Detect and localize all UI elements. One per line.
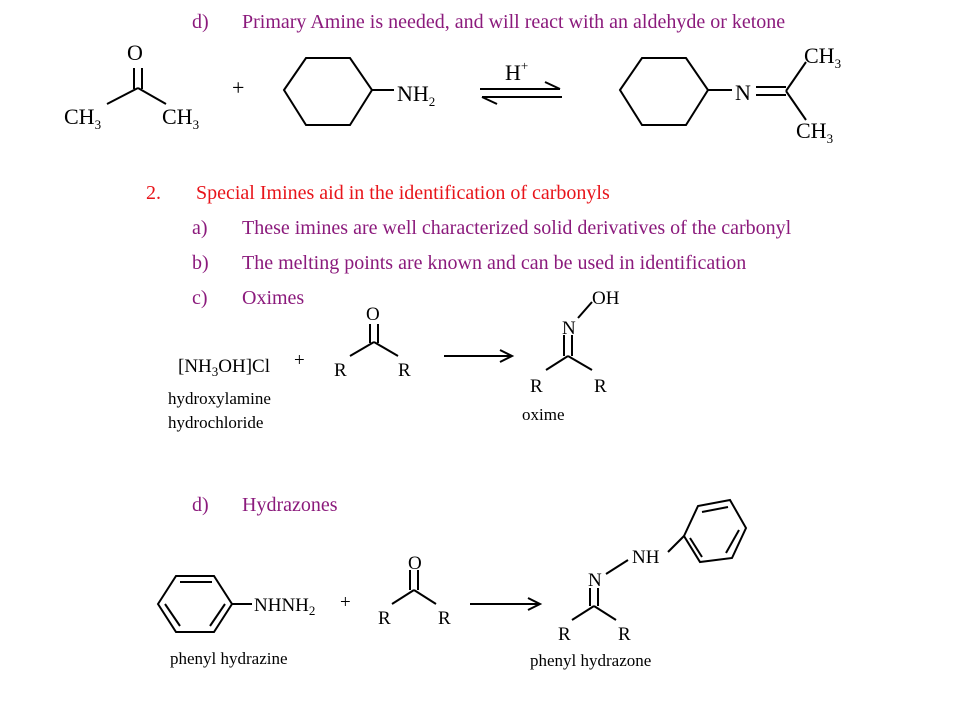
marker-b: b) [192, 252, 209, 274]
hydrazine-label: NHNH2 [254, 595, 315, 618]
methyl-label: CH3 [796, 118, 833, 146]
methyl-label: CH3 [162, 104, 199, 132]
item-b-melting-points: b) The melting points are known and can b… [192, 251, 746, 275]
marker-d: d) [192, 11, 209, 33]
ketone-structure-hydrazone [391, 570, 437, 605]
oxime-structure [545, 301, 593, 371]
item-text: Hydrazones [242, 494, 338, 516]
r-group-label: R [378, 608, 391, 629]
item-text: Oximes [242, 287, 305, 309]
oxygen-label: O [366, 304, 380, 325]
item-text: The melting points are known and can be … [242, 252, 747, 274]
nh-label: NH [632, 547, 660, 568]
item-text: Primary Amine is needed, and will react … [242, 11, 786, 33]
acid-catalyst-label: H+ [505, 58, 528, 85]
hydroxyl-label: OH [592, 288, 620, 309]
product-name: phenyl hydrazone [530, 651, 651, 670]
acetone-structure [106, 68, 167, 105]
equilibrium-arrow [480, 81, 562, 105]
item-d-hydrazones: d) Hydrazones [192, 493, 338, 517]
benzene-ring [156, 575, 234, 633]
reagent-name: hydrochloride [168, 413, 263, 432]
cyclohexane-ring [282, 57, 374, 126]
methyl-label: CH3 [64, 104, 101, 132]
plus-sign: + [294, 350, 305, 371]
item-a-derivatives: a) These imines are well characterized so… [192, 216, 791, 240]
r-group-label: R [594, 376, 607, 397]
plus-sign: + [340, 592, 351, 613]
item-text: Special Imines aid in the identification… [196, 182, 610, 204]
marker-d: d) [192, 494, 209, 516]
amine-label: NH2 [397, 81, 435, 109]
item-d-primary-amine: d) Primary Amine is needed, and will reac… [192, 10, 785, 34]
reagent-name: phenyl hydrazine [170, 649, 288, 668]
r-group-label: R [618, 624, 631, 645]
product-name: oxime [522, 405, 565, 424]
marker-a: a) [192, 217, 208, 239]
nitrogen-label: N [735, 80, 751, 105]
oxygen-label: O [408, 553, 422, 574]
methyl-label: CH3 [804, 43, 841, 71]
r-group-label: R [438, 608, 451, 629]
r-group-label: R [398, 360, 411, 381]
marker-c: c) [192, 287, 208, 309]
item-text: These imines are well characterized soli… [242, 217, 792, 239]
r-group-label: R [530, 376, 543, 397]
item-2-special-imines: 2. Special Imines aid in the identificati… [146, 181, 610, 205]
marker-2: 2. [146, 182, 161, 204]
nitrogen-label: N [562, 318, 576, 339]
reagent-name: hydroxylamine [168, 389, 271, 408]
oxygen-label: O [127, 40, 143, 65]
hydrazone-structure [571, 498, 748, 621]
reagent-formula: [NH3OH]Cl [178, 356, 270, 379]
r-group-label: R [558, 624, 571, 645]
nitrogen-label: N [588, 570, 602, 591]
product-benzene-ring [682, 498, 748, 564]
plus-sign: + [232, 75, 244, 100]
product-cyclohexane-ring [618, 57, 710, 126]
r-group-label: R [334, 360, 347, 381]
item-c-oximes: c) Oximes [192, 286, 304, 310]
ketone-structure-oxime [349, 324, 399, 357]
